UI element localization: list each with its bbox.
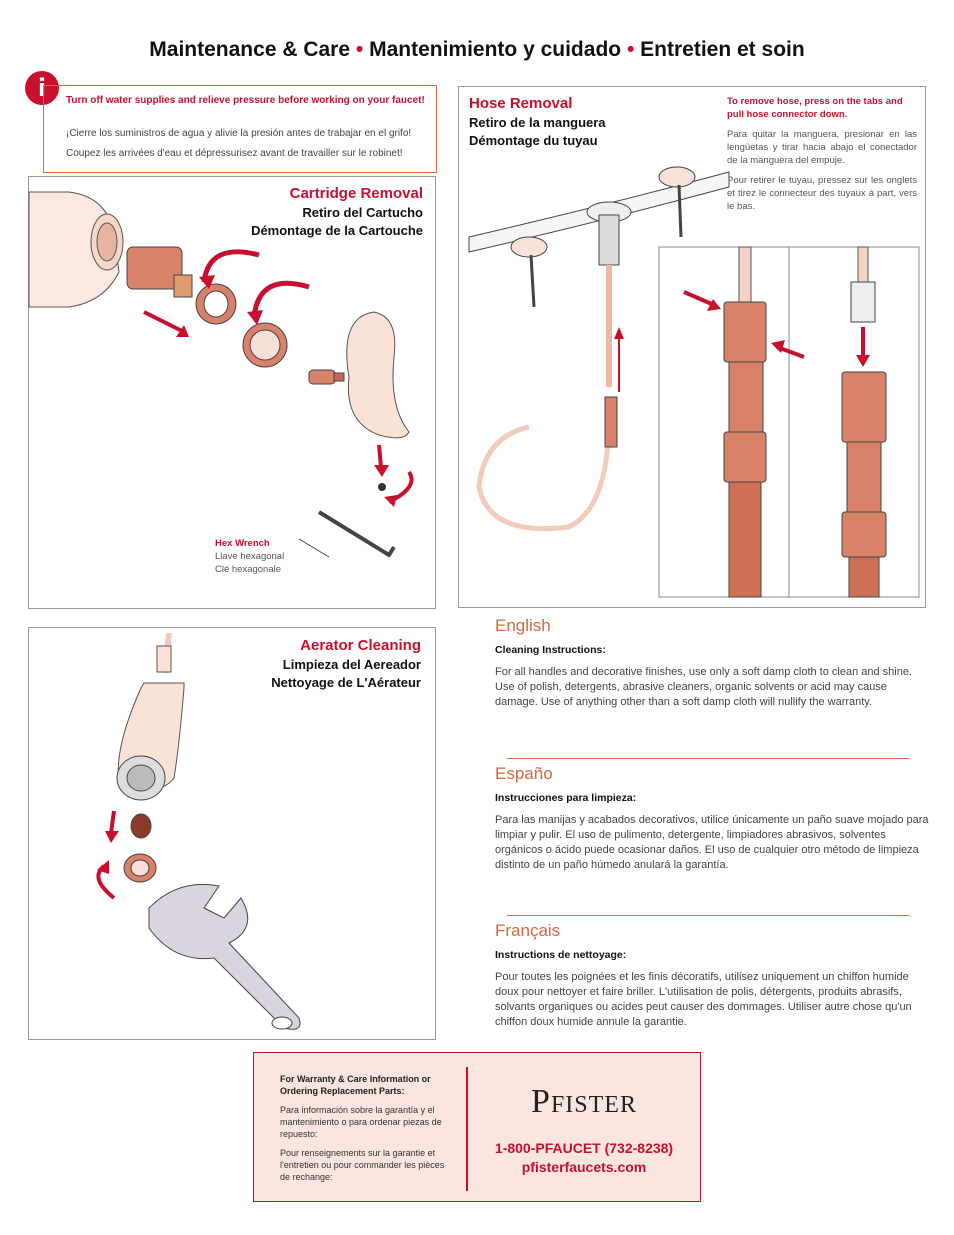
aerator-french: Nettoyage de L'Aérateur xyxy=(271,675,421,690)
aerator-illustration xyxy=(96,632,301,1030)
cartridge-spanish: Retiro del Cartucho xyxy=(302,205,423,220)
hose-note-english: To remove hose, press on the tabs and pu… xyxy=(727,96,903,120)
contact-footer: For Warranty & Care Information or Order… xyxy=(253,1052,701,1202)
divider xyxy=(507,915,909,916)
hex-wrench-spanish: Llave hexagonal xyxy=(215,551,285,562)
page-title: Maintenance & Care • Mantenimiento y cui… xyxy=(0,38,954,62)
warning-spanish: ¡Cierre los suministros de agua y alivie… xyxy=(66,128,412,139)
cartridge-illustration xyxy=(28,191,414,558)
cartridge-removal-panel: Cartridge Removal Retiro del Cartucho Dé… xyxy=(28,176,436,609)
cartridge-title: Cartridge Removal xyxy=(289,185,423,202)
spanish-body: Para las manijas y acabados decorativos,… xyxy=(495,814,929,871)
french-body: Pour toutes les poignées et les finis dé… xyxy=(495,971,912,1028)
hex-wrench-french: Clé hexagonale xyxy=(215,564,282,575)
footer-divider xyxy=(466,1067,468,1191)
hose-note-french: Pour retirer le tuyau, pressez sur les o… xyxy=(727,175,917,212)
warning-box: Turn off water supplies and relieve pres… xyxy=(43,85,437,173)
french-instructions-title: Instructions de nettoyage: xyxy=(495,949,627,961)
hose-french: Démontage du tuyau xyxy=(469,133,598,148)
hose-removal-panel: Hose Removal Retiro de la manguera Démon… xyxy=(458,86,926,608)
hose-note-spanish: Para quitar la manguera, presionar en la… xyxy=(727,129,917,166)
cartridge-french: Démontage de la Cartouche xyxy=(251,223,423,238)
hex-wrench-label: Hex Wrench xyxy=(215,538,270,549)
warning-french: Coupez les arrivées d'eau et dépressuris… xyxy=(66,148,403,159)
warning-english: Turn off water supplies and relieve pres… xyxy=(66,95,425,106)
aerator-title: Aerator Cleaning xyxy=(300,637,421,654)
hose-title: Hose Removal xyxy=(469,95,573,112)
title-separator: • xyxy=(626,38,635,61)
phone-number: 1-800-PFAUCET (732-8238) xyxy=(494,1140,674,1156)
footer-english: For Warranty & Care Information or Order… xyxy=(280,1074,431,1096)
hose-spanish: Retiro de la manguera xyxy=(469,115,606,130)
footer-french: Pour renseignements sur la garantie et l… xyxy=(280,1148,445,1182)
title-spanish: Mantenimiento y cuidado xyxy=(369,38,622,61)
spanish-heading: Españo xyxy=(495,764,553,783)
title-french: Entretien et soin xyxy=(640,38,805,61)
pfister-logo: Pfister xyxy=(531,1083,637,1120)
french-heading: Français xyxy=(495,921,561,940)
english-heading: English xyxy=(495,616,551,635)
aerator-spanish: Limpieza del Aereador xyxy=(282,657,421,672)
english-instructions-title: Cleaning Instructions: xyxy=(495,644,606,656)
info-icon: i xyxy=(25,71,59,105)
footer-spanish: Para información sobre la garantía y el … xyxy=(280,1105,442,1139)
title-separator: • xyxy=(355,38,364,61)
divider xyxy=(507,758,909,759)
spanish-instructions-title: Instrucciones para limpieza: xyxy=(495,792,637,804)
title-english: Maintenance & Care xyxy=(149,38,351,61)
website-link[interactable]: pfisterfaucets.com xyxy=(521,1159,647,1175)
hose-illustration xyxy=(468,166,920,598)
english-body: For all handles and decorative finishes,… xyxy=(495,666,913,708)
aerator-cleaning-panel: Aerator Cleaning Limpieza del Aereador N… xyxy=(28,627,436,1040)
